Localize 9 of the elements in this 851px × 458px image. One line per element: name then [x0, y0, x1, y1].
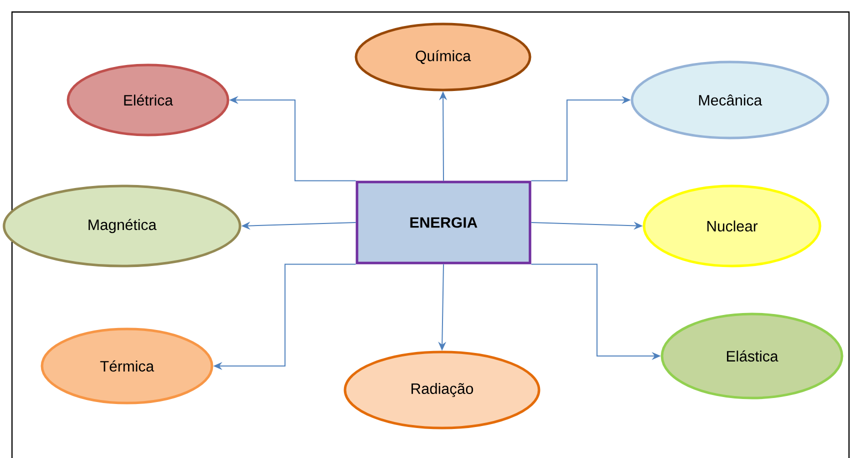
ellipse-node: Química: [354, 22, 532, 92]
ellipse-node: Radiação: [344, 350, 540, 430]
ellipse-node: Mecânica: [630, 60, 830, 140]
ellipse-node: Magnética: [2, 184, 242, 268]
ellipse-node: Nuclear: [642, 184, 822, 268]
ellipse-node: Elástica: [660, 312, 844, 400]
process-box: ENERGIA: [356, 180, 532, 264]
ellipse-node: Térmica: [40, 328, 214, 404]
ellipse-node: Elétrica: [66, 64, 230, 136]
